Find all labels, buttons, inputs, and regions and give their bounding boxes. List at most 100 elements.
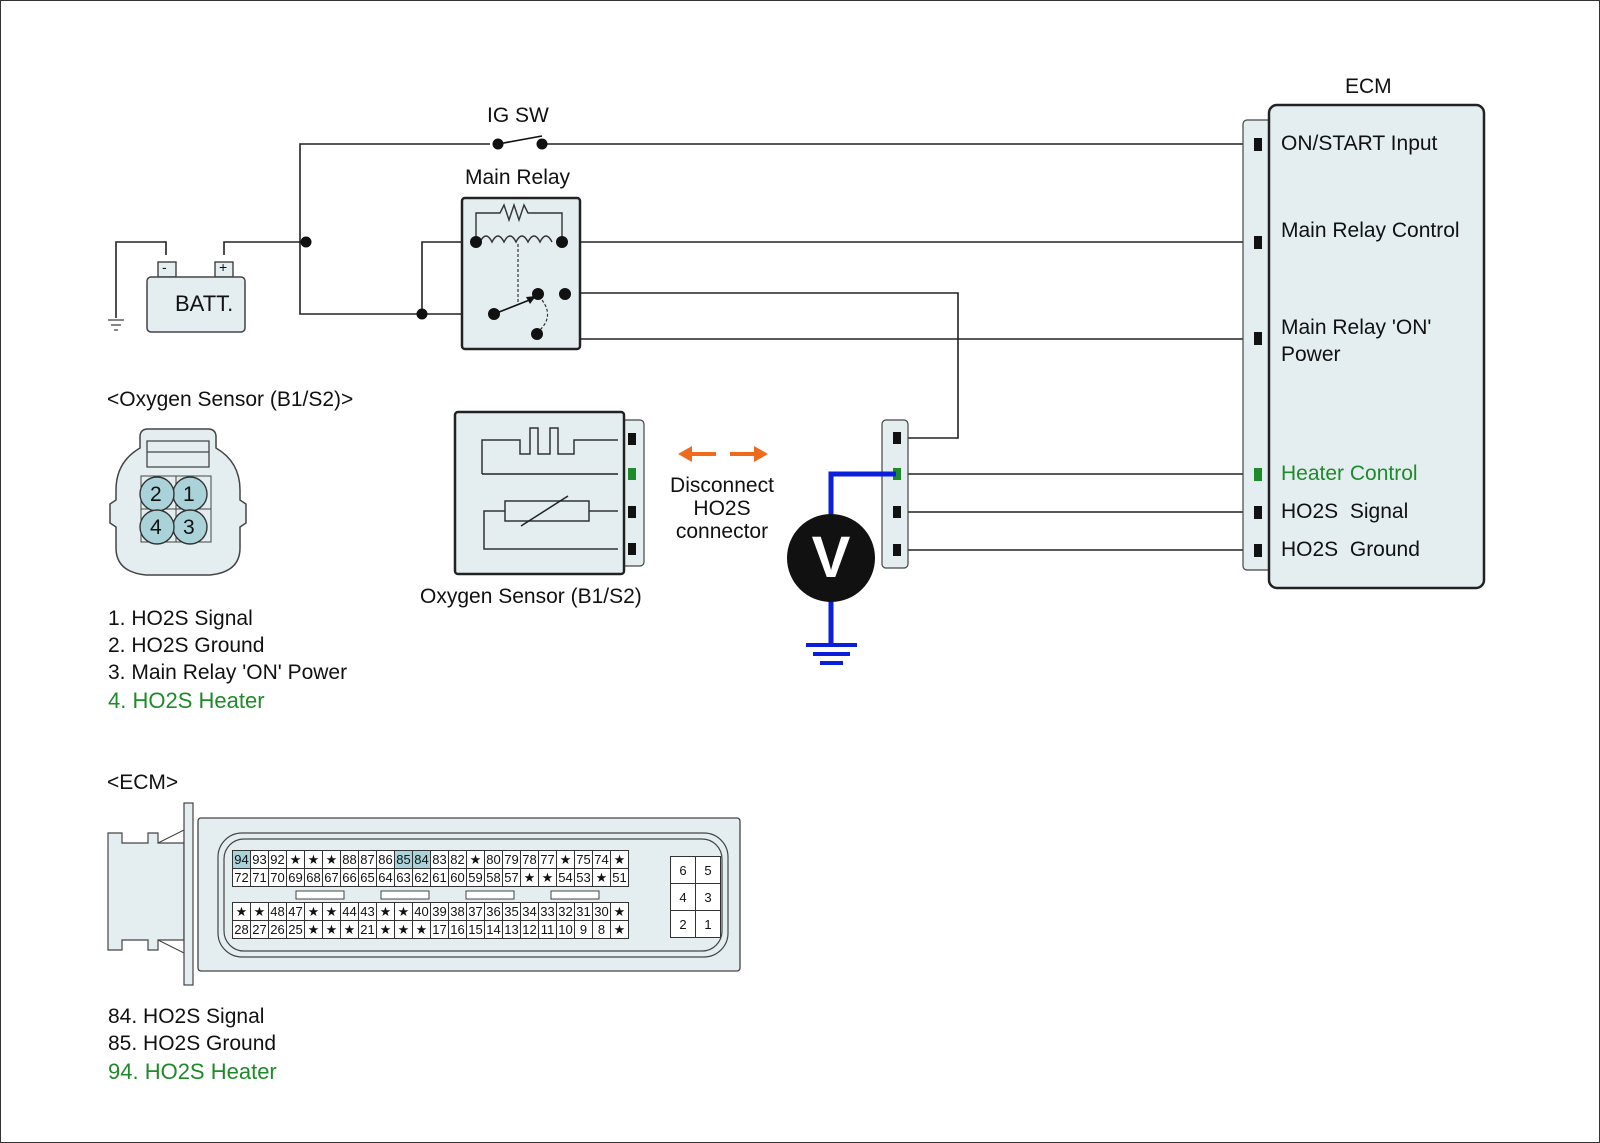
pin-cell-unused: ★ bbox=[376, 920, 395, 939]
sensor-pins bbox=[139, 476, 208, 545]
pin-cell-21: 21 bbox=[358, 920, 377, 939]
pin-cell-75: 75 bbox=[574, 850, 593, 869]
pin-cell-9: 9 bbox=[574, 920, 593, 939]
pin-cell-32: 32 bbox=[556, 902, 575, 921]
pin-cell-43: 43 bbox=[358, 902, 377, 921]
ecm-connector-icon bbox=[107, 802, 741, 986]
main-relay-label: Main Relay bbox=[465, 166, 571, 189]
sensor-legend-item: 3. Main Relay 'ON' Power bbox=[108, 661, 348, 684]
pin-cell-66: 66 bbox=[340, 868, 359, 887]
pin-cell-8: 8 bbox=[592, 920, 611, 939]
junction-dot bbox=[300, 236, 312, 248]
pin-cell-31: 31 bbox=[574, 902, 593, 921]
pin-cell-unused: ★ bbox=[322, 850, 341, 869]
pin-cell-86: 86 bbox=[376, 850, 395, 869]
ecm-legend-item: 84. HO2S Signal bbox=[108, 1005, 265, 1028]
ecm-pin-label-main-relay-on: Main Relay 'ON' bbox=[1281, 316, 1432, 339]
pin-cell-79: 79 bbox=[502, 850, 521, 869]
pin-cell-unused: ★ bbox=[286, 850, 305, 869]
pin-cell-88: 88 bbox=[340, 850, 359, 869]
pin-cell-36: 36 bbox=[484, 902, 503, 921]
pin-cell-68: 68 bbox=[304, 868, 323, 887]
pin-cell-39: 39 bbox=[430, 902, 449, 921]
ecm-legend-item: 85. HO2S Ground bbox=[108, 1032, 277, 1055]
pin-cell-35: 35 bbox=[502, 902, 521, 921]
ecm-connector-title: <ECM> bbox=[107, 771, 179, 794]
pin-cell-54: 54 bbox=[556, 868, 575, 887]
sensor-legend-item-heater: 4. HO2S Heater bbox=[108, 688, 265, 713]
ecm-title: ECM bbox=[1345, 75, 1392, 98]
wire-relay-to-sensor bbox=[565, 292, 959, 439]
pin-cell-93: 93 bbox=[250, 850, 269, 869]
main-relay-icon bbox=[460, 196, 582, 351]
pin-cell-11: 11 bbox=[538, 920, 557, 939]
pin-cell-17: 17 bbox=[430, 920, 449, 939]
ecm-pin-label-on-start: ON/START Input bbox=[1281, 132, 1438, 155]
ecm-pin-label-ho2s-signal: HO2S Signal bbox=[1281, 500, 1409, 523]
pin-cell-67: 67 bbox=[322, 868, 341, 887]
pin-cell-37: 37 bbox=[466, 902, 485, 921]
voltmeter-probe-wire bbox=[828, 471, 896, 644]
battery-label: BATT. bbox=[175, 291, 234, 316]
pin-cell-unused: ★ bbox=[322, 902, 341, 921]
pin-cell-13: 13 bbox=[502, 920, 521, 939]
pin-cell-16: 16 bbox=[448, 920, 467, 939]
probe-ground-icon bbox=[806, 643, 857, 665]
pin-cell-28: 28 bbox=[232, 920, 251, 939]
wire-battery-positive bbox=[223, 241, 300, 255]
sensor-pin-label-1: 1 bbox=[183, 483, 195, 506]
pin-cell-30: 30 bbox=[592, 902, 611, 921]
sensor-pin-label-2: 2 bbox=[150, 483, 162, 506]
pin-cell-82: 82 bbox=[448, 850, 467, 869]
wires bbox=[115, 143, 1250, 551]
pin-cell-62: 62 bbox=[412, 868, 431, 887]
pin-cell-1: 1 bbox=[695, 910, 721, 938]
pin-cell-unused: ★ bbox=[466, 850, 485, 869]
pin-cell-92: 92 bbox=[268, 850, 287, 869]
ecm-pin-label-ho2s-ground: HO2S Ground bbox=[1281, 538, 1420, 561]
pin-cell-6: 6 bbox=[670, 856, 696, 884]
pin-cell-unused: ★ bbox=[304, 902, 323, 921]
pin-cell-61: 61 bbox=[430, 868, 449, 887]
pin-cell-27: 27 bbox=[250, 920, 269, 939]
pin-cell-unused: ★ bbox=[232, 902, 251, 921]
pin-cell-40: 40 bbox=[412, 902, 431, 921]
pin-cell-78: 78 bbox=[520, 850, 539, 869]
oxygen-sensor-caption: Oxygen Sensor (B1/S2) bbox=[420, 585, 642, 608]
pin-cell-51: 51 bbox=[610, 868, 629, 887]
sensor-legend-item: 1. HO2S Signal bbox=[108, 607, 253, 630]
pin-cell-63: 63 bbox=[394, 868, 413, 887]
pin-cell-unused: ★ bbox=[340, 920, 359, 939]
oxygen-sensor-icon bbox=[453, 410, 645, 576]
pin-cell-4: 4 bbox=[670, 883, 696, 911]
ignition-switch-icon bbox=[492, 135, 548, 150]
pin-cell-59: 59 bbox=[466, 868, 485, 887]
pin-cell-69: 69 bbox=[286, 868, 305, 887]
pin-cell-64: 64 bbox=[376, 868, 395, 887]
pin-cell-unused: ★ bbox=[322, 920, 341, 939]
battery-ground-icon bbox=[108, 319, 124, 331]
pin-cell-unused: ★ bbox=[556, 850, 575, 869]
voltmeter-label: V bbox=[811, 525, 851, 590]
pin-cell-unused: ★ bbox=[610, 920, 629, 939]
ecm-legend-item-heater: 94. HO2S Heater bbox=[108, 1059, 277, 1084]
pin-cell-10: 10 bbox=[556, 920, 575, 939]
disconnect-note-line1: Disconnect bbox=[670, 474, 774, 497]
pin-cell-70: 70 bbox=[268, 868, 287, 887]
pin-cell-57: 57 bbox=[502, 868, 521, 887]
pin-cell-34: 34 bbox=[520, 902, 539, 921]
pin-cell-unused: ★ bbox=[304, 920, 323, 939]
ecm-pin-label-main-relay-on-power: Power bbox=[1281, 343, 1341, 366]
ecm-pin-label-heater-control: Heater Control bbox=[1281, 462, 1418, 485]
pin-cell-unused: ★ bbox=[412, 920, 431, 939]
pin-cell-unused: ★ bbox=[376, 902, 395, 921]
junction-dot bbox=[416, 308, 428, 320]
